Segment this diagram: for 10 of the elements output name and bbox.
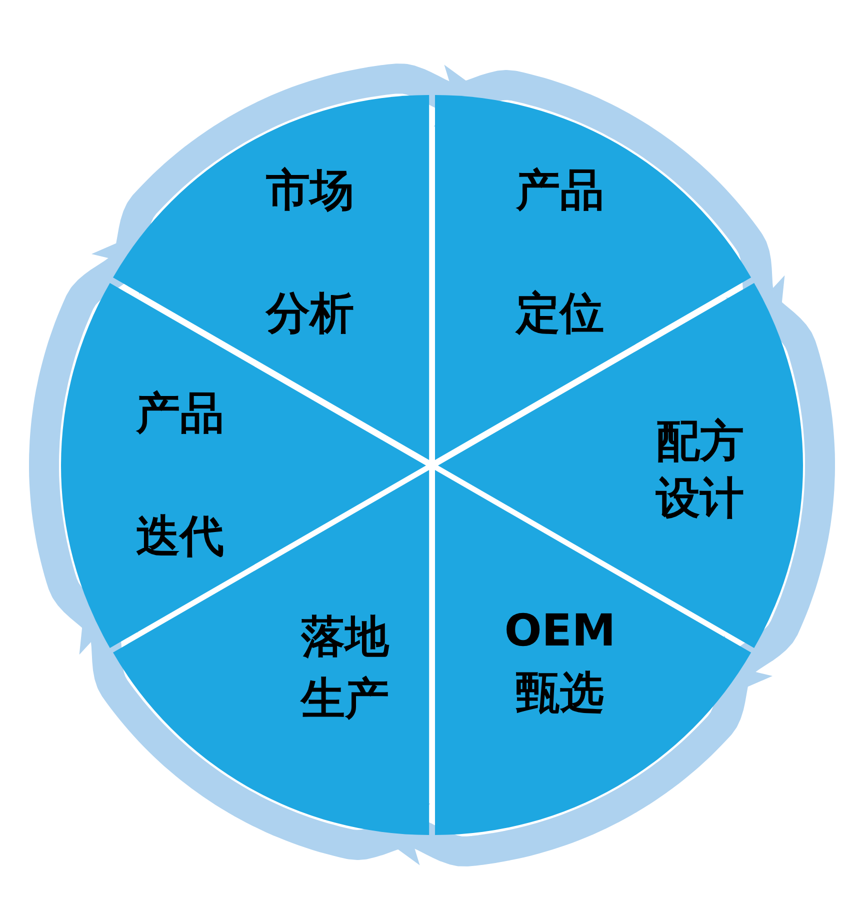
pie-segment: [112, 470, 429, 836]
pie-segment: [438, 282, 803, 648]
segment-label: OEM甄选: [503, 604, 617, 720]
pie-segment: [112, 94, 429, 460]
segment-label: 市场分析: [264, 164, 355, 341]
segment-label: 落地生产: [299, 610, 390, 726]
pie-segment: [435, 470, 752, 836]
segment-label: 产品定位: [514, 164, 605, 341]
segment-label: 产品迭代: [135, 386, 225, 564]
segment-label: 配方设计: [654, 414, 745, 526]
